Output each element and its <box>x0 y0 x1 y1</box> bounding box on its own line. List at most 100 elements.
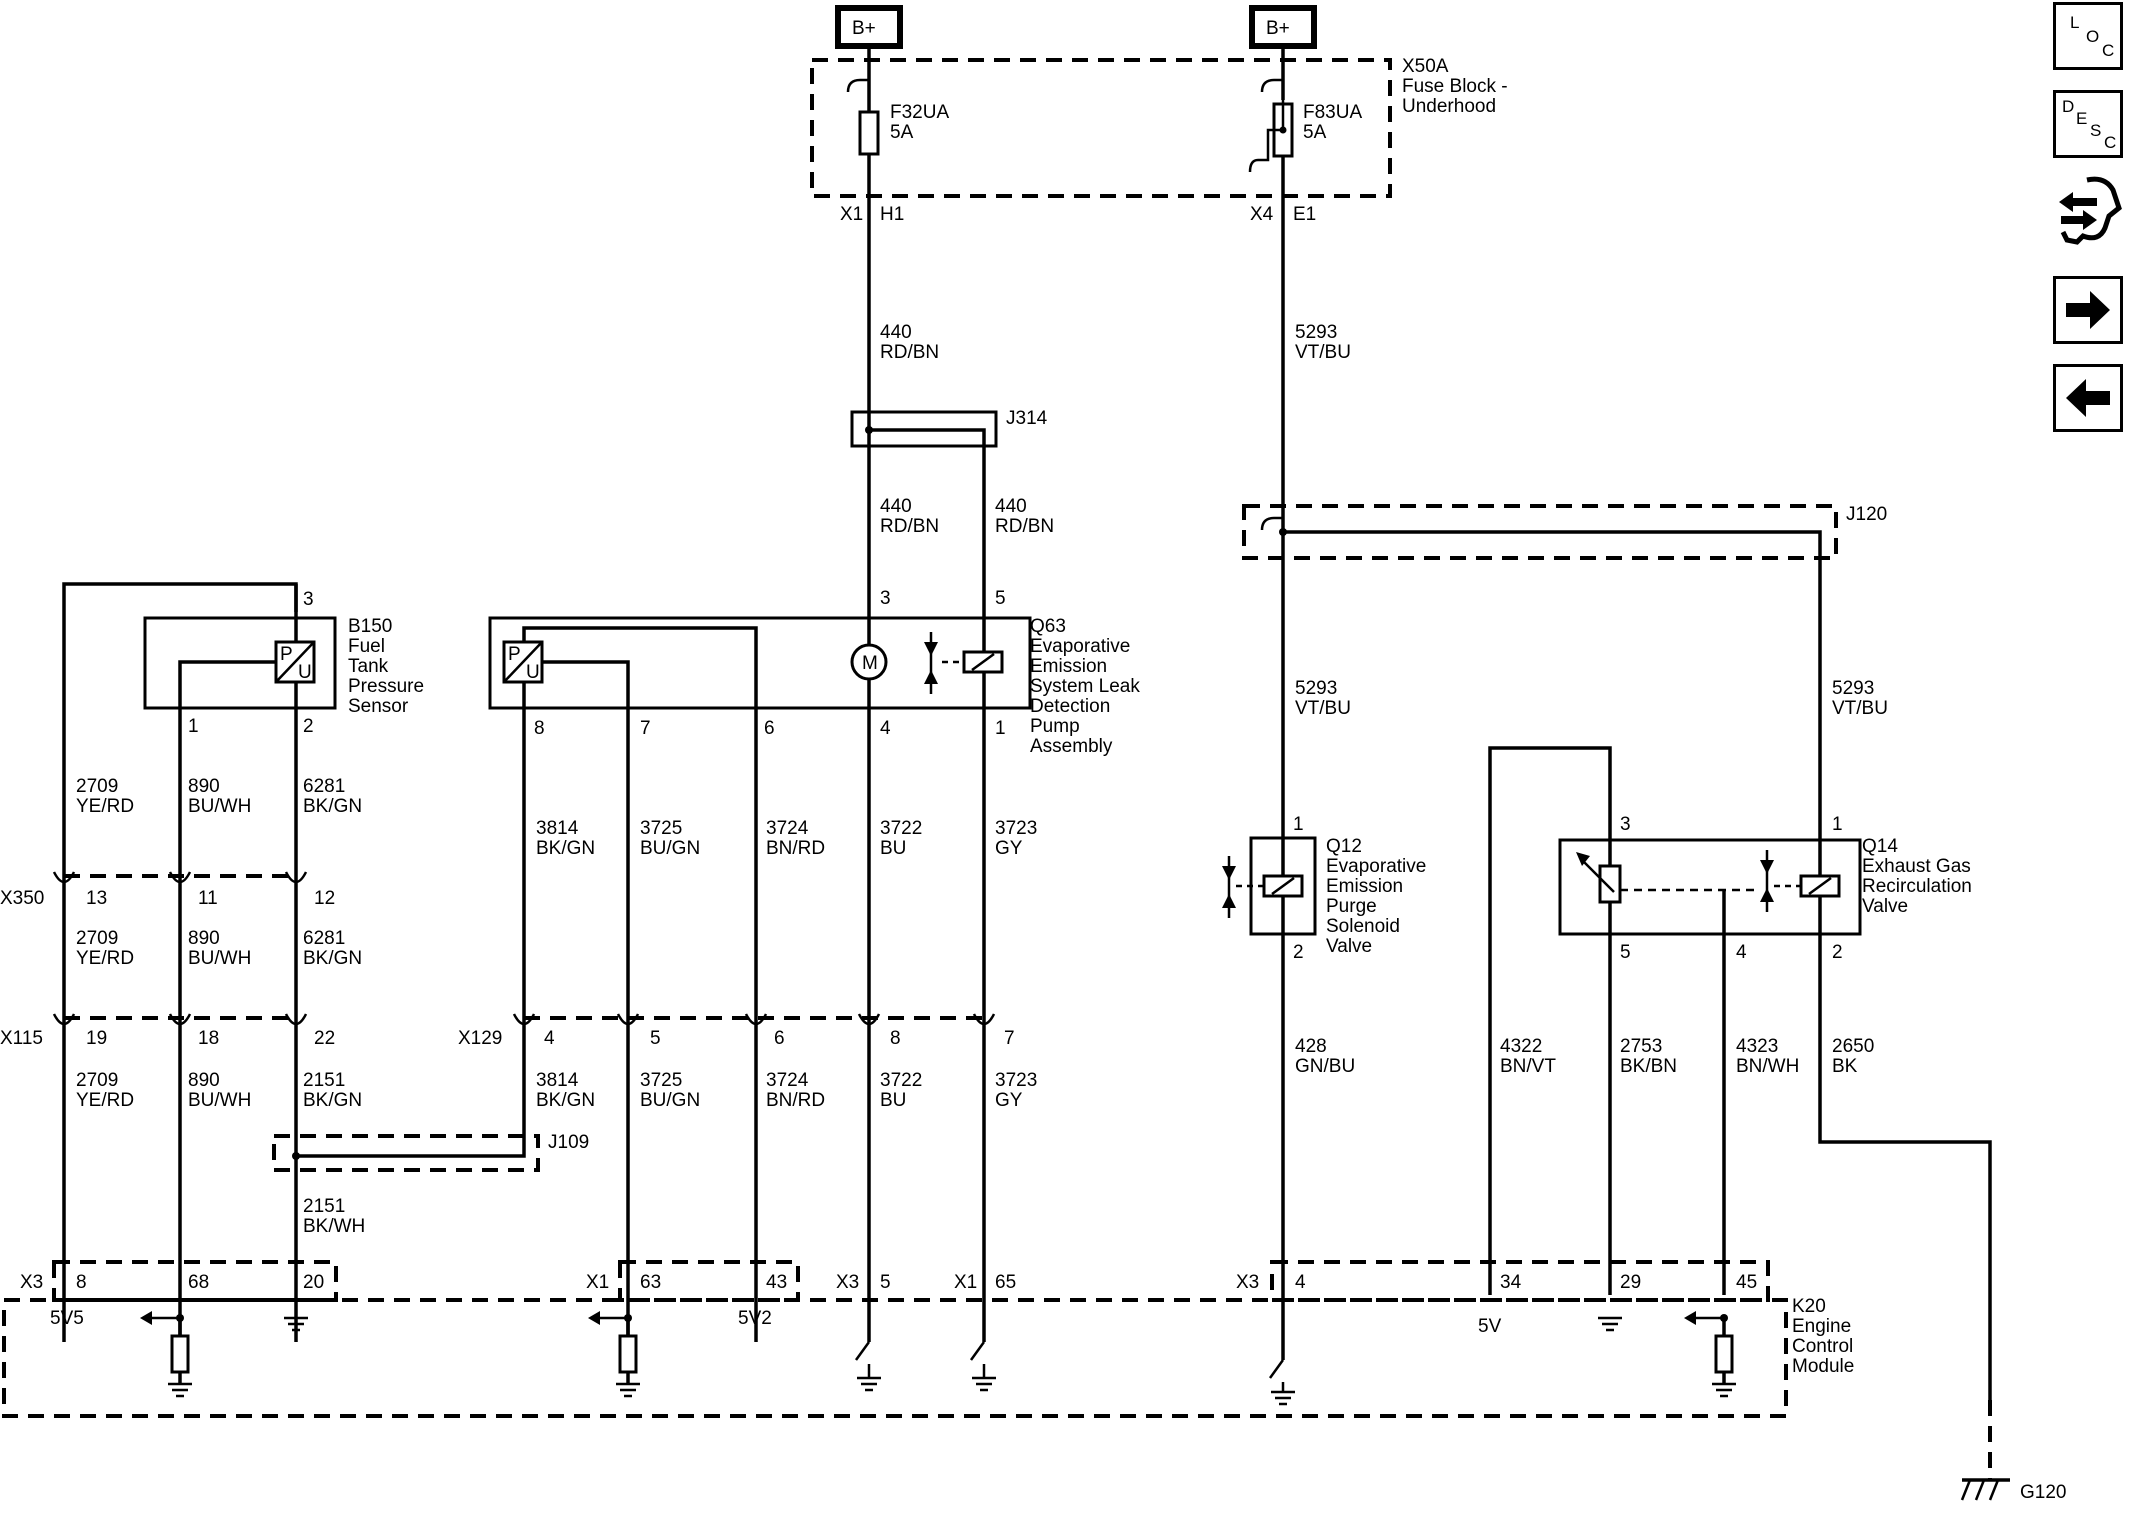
svg-text:P: P <box>280 644 293 665</box>
svg-text:5293: 5293 <box>1295 322 1337 343</box>
svg-text:BK/GN: BK/GN <box>536 838 595 859</box>
service-procedure-button[interactable] <box>2053 172 2123 252</box>
svg-text:2151: 2151 <box>303 1070 345 1091</box>
svg-text:Module: Module <box>1792 1356 1854 1377</box>
svg-text:3723: 3723 <box>995 1070 1037 1091</box>
svg-text:VT/BU: VT/BU <box>1295 698 1351 719</box>
svg-text:19: 19 <box>86 1028 107 1049</box>
svg-text:M: M <box>862 653 878 674</box>
svg-text:890: 890 <box>188 776 220 797</box>
svg-text:RD/BN: RD/BN <box>995 516 1054 537</box>
svg-text:5A: 5A <box>1303 122 1327 143</box>
loc-letter-o: O <box>2086 27 2100 46</box>
svg-text:5V2: 5V2 <box>738 1308 772 1329</box>
svg-text:J314: J314 <box>1006 408 1048 429</box>
svg-text:Q14: Q14 <box>1862 836 1898 857</box>
svg-text:1: 1 <box>1293 814 1304 835</box>
svg-text:BU/GN: BU/GN <box>640 1090 700 1111</box>
svg-text:BK/WH: BK/WH <box>303 1216 365 1237</box>
svg-text:U: U <box>298 662 312 683</box>
svg-text:Exhaust Gas: Exhaust Gas <box>1862 856 1971 877</box>
svg-text:890: 890 <box>188 928 220 949</box>
svg-text:68: 68 <box>188 1272 209 1293</box>
desc-letter-c: C <box>2104 133 2117 152</box>
svg-text:440: 440 <box>880 496 912 517</box>
svg-text:GY: GY <box>995 838 1023 859</box>
svg-text:2: 2 <box>303 716 314 737</box>
svg-text:F83UA: F83UA <box>1303 102 1362 123</box>
svg-text:3: 3 <box>880 588 891 609</box>
svg-text:BK/GN: BK/GN <box>303 796 362 817</box>
svg-text:2709: 2709 <box>76 928 118 949</box>
svg-text:GY: GY <box>995 1090 1023 1111</box>
pulldown-resistor-icon <box>1684 1311 1736 1398</box>
svg-text:2: 2 <box>1293 942 1304 963</box>
next-button[interactable] <box>2053 276 2123 344</box>
svg-text:5: 5 <box>995 588 1006 609</box>
svg-text:B150: B150 <box>348 616 392 637</box>
svg-text:J109: J109 <box>548 1132 589 1153</box>
svg-text:BK/GN: BK/GN <box>536 1090 595 1111</box>
fuse-block-x50a <box>810 58 1392 198</box>
svg-text:X1: X1 <box>586 1272 609 1293</box>
pulldown-resistor-icon <box>140 1311 192 1398</box>
bplus-left: B+ <box>835 5 903 49</box>
svg-text:Emission: Emission <box>1030 656 1107 677</box>
svg-text:428: 428 <box>1295 1036 1327 1057</box>
svg-text:8: 8 <box>76 1272 87 1293</box>
location-button[interactable]: L O C <box>2053 2 2123 70</box>
svg-text:34: 34 <box>1500 1272 1522 1293</box>
svg-text:5293: 5293 <box>1295 678 1337 699</box>
svg-text:3724: 3724 <box>766 818 809 839</box>
description-button[interactable]: D E S C <box>2053 90 2123 158</box>
svg-text:7: 7 <box>640 718 651 739</box>
svg-text:29: 29 <box>1620 1272 1641 1293</box>
svg-text:System Leak: System Leak <box>1030 676 1140 697</box>
svg-text:3724: 3724 <box>766 1070 809 1091</box>
valve-icon <box>1222 856 1264 918</box>
back-button[interactable] <box>2053 364 2123 432</box>
svg-text:6: 6 <box>774 1028 785 1049</box>
connector-x350: X350 13 11 12 <box>0 871 335 909</box>
pulldown-resistor-icon <box>588 1311 640 1398</box>
svg-text:Assembly: Assembly <box>1030 736 1113 757</box>
svg-text:Emission: Emission <box>1326 876 1403 897</box>
svg-text:Tank: Tank <box>348 656 389 677</box>
svg-text:X129: X129 <box>458 1028 502 1049</box>
svg-text:X1: X1 <box>954 1272 977 1293</box>
svg-text:Fuel: Fuel <box>348 636 385 657</box>
desc-letter-s: S <box>2090 121 2102 140</box>
svg-text:Pump: Pump <box>1030 716 1080 737</box>
low-side-driver-icon <box>1268 1359 1295 1406</box>
svg-text:3722: 3722 <box>880 1070 922 1091</box>
svg-text:Purge: Purge <box>1326 896 1377 917</box>
svg-text:2709: 2709 <box>76 776 118 797</box>
svg-text:BN/WH: BN/WH <box>1736 1056 1799 1077</box>
svg-text:BK/GN: BK/GN <box>303 948 362 969</box>
svg-text:E1: E1 <box>1293 204 1316 225</box>
svg-text:1: 1 <box>995 718 1006 739</box>
svg-text:65: 65 <box>995 1272 1016 1293</box>
svg-text:U: U <box>526 662 540 683</box>
svg-text:7: 7 <box>1004 1028 1015 1049</box>
svg-text:22: 22 <box>314 1028 335 1049</box>
svg-text:Pressure: Pressure <box>348 676 424 697</box>
svg-text:2709: 2709 <box>76 1070 118 1091</box>
svg-text:3722: 3722 <box>880 818 922 839</box>
wrench-arrows-icon <box>2059 176 2122 245</box>
svg-text:VT/BU: VT/BU <box>1295 342 1351 363</box>
splice-j120 <box>1242 504 1838 560</box>
motor-icon: M <box>850 612 888 1342</box>
desc-letter-e: E <box>2076 109 2088 128</box>
svg-text:YE/RD: YE/RD <box>76 948 134 969</box>
svg-text:440: 440 <box>995 496 1027 517</box>
svg-text:F32UA: F32UA <box>890 102 949 123</box>
splice-j109 <box>272 1134 540 1172</box>
connector-x129: X129 4 5 6 8 7 <box>458 1013 1015 1049</box>
svg-text:Detection: Detection <box>1030 696 1110 717</box>
low-side-driver-icon <box>969 1341 996 1392</box>
svg-text:440: 440 <box>880 322 912 343</box>
svg-text:6281: 6281 <box>303 776 345 797</box>
svg-text:2753: 2753 <box>1620 1036 1662 1057</box>
